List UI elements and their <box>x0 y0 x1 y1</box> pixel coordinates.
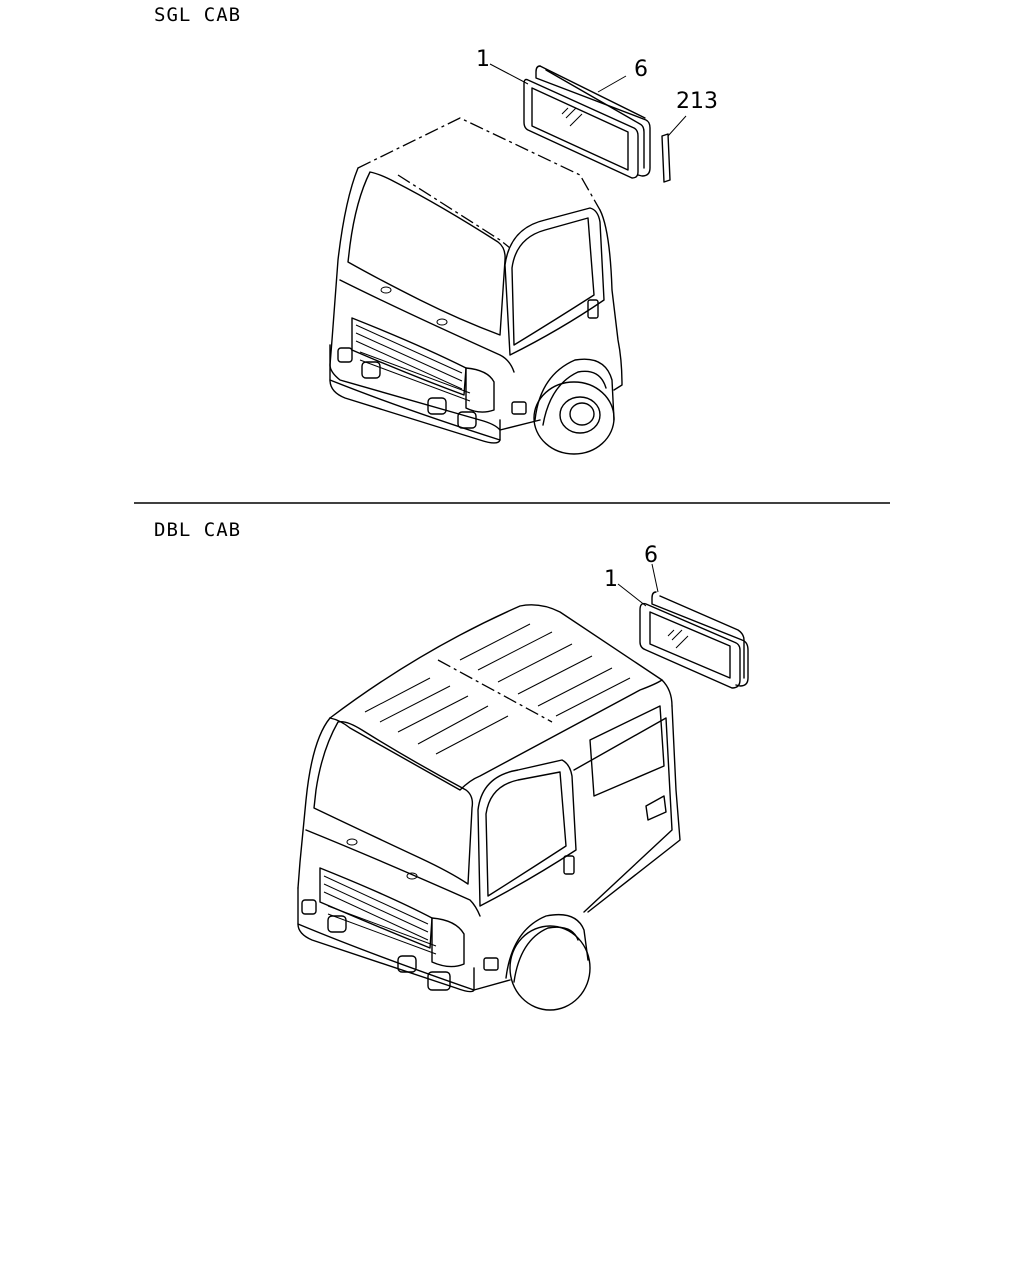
window-glass-part-icon <box>639 602 741 689</box>
single-cab-truck-illustration <box>329 117 623 455</box>
molding-strip-part-icon <box>661 133 671 183</box>
callouts-sgl: 1 6 213 <box>476 47 718 137</box>
callout-label: 1 <box>604 567 618 592</box>
section-title-dbl-cab: DBL CAB <box>154 519 242 541</box>
window-seal-part-icon <box>535 65 651 177</box>
callout-label: 6 <box>644 543 658 568</box>
window-seal-part-icon <box>651 591 749 687</box>
section-title-sgl-cab: SGL CAB <box>154 4 242 26</box>
callout-label: 6 <box>634 57 648 82</box>
callouts-dbl: 1 6 <box>604 543 659 607</box>
window-glass-part-icon <box>523 78 639 179</box>
double-cab-truck-illustration <box>297 604 681 1011</box>
callout-label: 1 <box>476 47 490 72</box>
callout-label: 213 <box>676 89 718 114</box>
